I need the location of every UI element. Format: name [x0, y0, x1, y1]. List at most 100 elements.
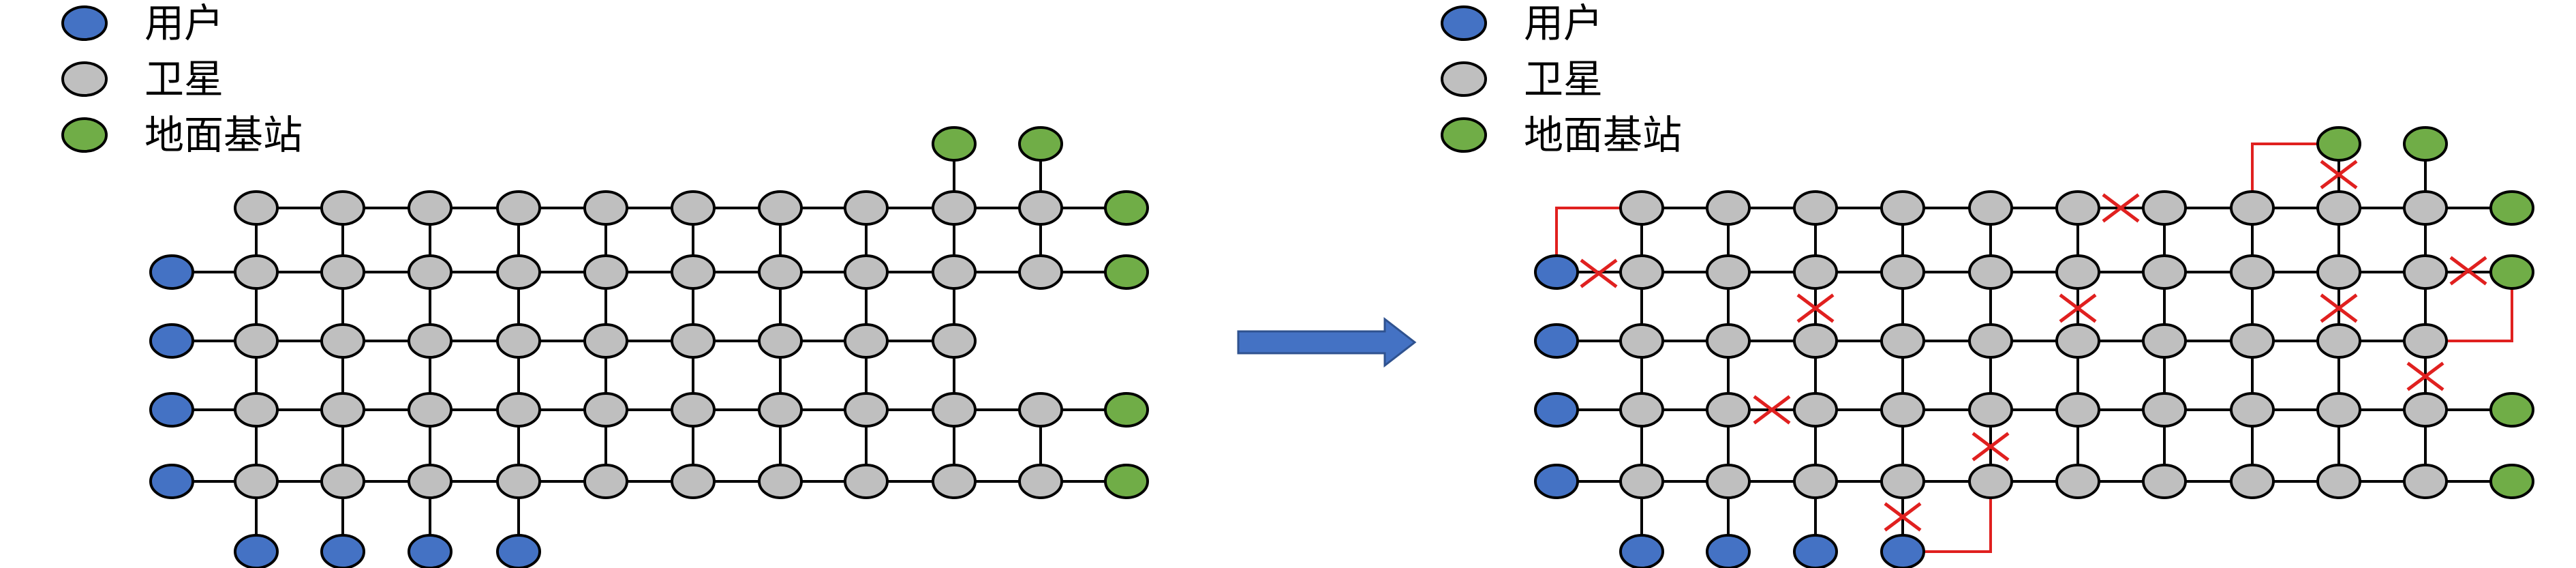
satellite-node: [1793, 392, 1838, 428]
satellite-node: [320, 190, 365, 226]
failure-x-mark: [2102, 193, 2140, 223]
satellite-node: [1880, 190, 1925, 226]
satellite-node: [496, 323, 541, 359]
satellite-node: [234, 190, 279, 226]
satellite-node: [320, 323, 365, 359]
satellite-node: [1619, 190, 1664, 226]
satellite-node: [320, 254, 365, 290]
satellite-node: [2142, 392, 2187, 428]
satellite-node: [1619, 254, 1664, 290]
satellite-node: [1018, 190, 1063, 226]
satellite-node: [844, 392, 889, 428]
satellite-node: [2230, 190, 2275, 226]
user-node: [1534, 464, 1579, 499]
satellite-node: [408, 254, 453, 290]
satellite-node: [758, 392, 803, 428]
satellite-node: [844, 190, 889, 226]
legend-ground-station-label: 地面基站: [1524, 112, 1682, 158]
satellite-node: [1880, 323, 1925, 359]
legend-user-swatch: [61, 5, 108, 41]
legend-user-swatch: [1441, 5, 1487, 41]
failure-x-mark: [1972, 432, 2010, 462]
satellite-node: [583, 254, 628, 290]
satellite-node: [583, 190, 628, 226]
satellite-node: [2230, 254, 2275, 290]
satellite-node: [1619, 464, 1664, 499]
legend-right: 用户 卫星 地面基站: [1441, 0, 1682, 158]
satellite-node: [671, 190, 716, 226]
satellite-node: [1968, 190, 2013, 226]
user-node: [1534, 323, 1579, 359]
rerouted-paths: [1555, 143, 2513, 553]
legend-item-satellite: 卫星: [1441, 56, 1603, 102]
satellite-node: [2055, 190, 2100, 226]
user-node: [1880, 534, 1925, 568]
ground-station-node: [1104, 254, 1149, 290]
satellite-node: [2230, 323, 2275, 359]
satellite-node: [758, 254, 803, 290]
satellite-node: [2055, 254, 2100, 290]
satellite-node: [758, 190, 803, 226]
legend-satellite-swatch: [1441, 61, 1487, 97]
satellite-node: [2230, 464, 2275, 499]
satellite-node: [496, 464, 541, 499]
satellite-node: [2055, 464, 2100, 499]
satellite-node: [2142, 323, 2187, 359]
satellite-node: [1880, 464, 1925, 499]
satellite-node: [2316, 464, 2361, 499]
satellite-node: [2316, 190, 2361, 226]
satellite-node: [408, 190, 453, 226]
failure-x-mark: [2059, 293, 2097, 323]
legend-satellite-swatch: [61, 61, 108, 97]
satellite-node: [1968, 254, 2013, 290]
legend-item-satellite: 卫星: [61, 56, 224, 102]
satellite-node: [844, 254, 889, 290]
user-node: [320, 534, 365, 568]
satellite-node: [932, 323, 977, 359]
satellite-node: [1793, 254, 1838, 290]
satellite-node: [1968, 323, 2013, 359]
satellite-node: [1706, 190, 1751, 226]
right-arrow: [1237, 316, 1417, 368]
ground-station-node: [2316, 126, 2361, 162]
satellite-node: [1619, 392, 1664, 428]
user-node: [234, 534, 279, 568]
user-node: [1706, 534, 1751, 568]
ground-station-node: [2489, 254, 2534, 290]
network-panel-after: [1534, 126, 2534, 568]
satellite-node: [758, 323, 803, 359]
satellite-node: [234, 392, 279, 428]
satellite-node: [1619, 323, 1664, 359]
satellite-node: [320, 464, 365, 499]
satellite-node: [932, 190, 977, 226]
satellite-node: [1968, 464, 2013, 499]
satellite-node: [1880, 254, 1925, 290]
legend-ground-station-label: 地面基站: [144, 112, 303, 158]
satellite-node: [408, 464, 453, 499]
legend-user-label: 用户: [1524, 0, 1603, 46]
user-node: [408, 534, 453, 568]
legend-item-user: 用户: [1441, 0, 1603, 46]
satellite-node: [1968, 392, 2013, 428]
user-node: [1534, 254, 1579, 290]
satellite-node: [932, 254, 977, 290]
ground-station-node: [2403, 126, 2448, 162]
ground-station-node: [932, 126, 977, 162]
satellite-node: [671, 254, 716, 290]
ground-station-node: [2489, 190, 2534, 226]
failure-x-mark: [2449, 256, 2487, 286]
satellite-node: [1706, 464, 1751, 499]
failure-x-mark: [2320, 160, 2358, 190]
user-node: [1534, 392, 1579, 428]
satellite-node: [1018, 464, 1063, 499]
reroute-path: [1555, 207, 1642, 272]
satellite-node: [1706, 392, 1751, 428]
satellite-node: [583, 392, 628, 428]
satellite-node: [2403, 323, 2448, 359]
satellite-node: [1793, 190, 1838, 226]
user-node: [149, 464, 194, 499]
satellite-node: [234, 464, 279, 499]
satellite-node: [2316, 392, 2361, 428]
network-panel-before: [149, 126, 1149, 568]
user-node: [149, 323, 194, 359]
